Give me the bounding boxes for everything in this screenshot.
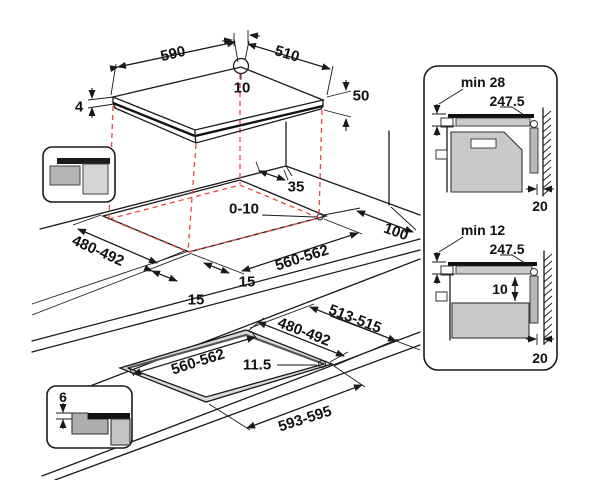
top-view-dimensions: 590 510 10 4 50 <box>75 30 370 131</box>
cabinet-side-icon <box>110 418 131 446</box>
worktop-icon <box>57 158 110 164</box>
min-28-label: min 28 <box>461 74 506 90</box>
vent-gap-bottom-label: 20 <box>532 350 548 366</box>
dim-50-label: 50 <box>353 88 370 105</box>
wall-hatching-bottom <box>543 253 553 345</box>
flush-pictogram: 6 <box>46 385 133 449</box>
dim-6-label: 6 <box>59 389 67 405</box>
drawer-gap-label: 10 <box>492 281 508 297</box>
dim-35-label: 35 <box>288 179 305 196</box>
oven-vent-slot <box>470 138 497 149</box>
cutout-dimensions: 480-492 560-562 15 15 35 0-10 100 <box>69 161 417 309</box>
dim-593-595-label: 593-595 <box>276 403 334 436</box>
hob-top-view <box>110 57 326 144</box>
dim-10-label: 10 <box>234 80 251 97</box>
flush-mount-view: 560-562 480-492 513-515 593-595 11.5 <box>41 258 421 480</box>
worktop-side-2 <box>455 265 533 275</box>
hob-glass-side <box>448 114 534 118</box>
oven-body <box>450 131 523 193</box>
dim-590-label: 590 <box>159 43 187 65</box>
clearance-above-oven: min 28 247.5 20 <box>432 74 554 214</box>
dim-4-label: 4 <box>75 99 84 116</box>
dim-0-10-label: 0-10 <box>229 201 259 218</box>
dim-11-5-label: 11.5 <box>243 357 271 374</box>
hob-glass-side-2 <box>448 262 537 266</box>
clearance-panel: min 28 247.5 20 <box>423 65 558 371</box>
drawer-body <box>451 302 530 339</box>
dim-513-515-label: 513-515 <box>326 301 383 337</box>
duct-depth-bottom-label: 247.5 <box>489 241 524 257</box>
vent-spacer-2 <box>529 275 539 324</box>
cabinet-rail-2 <box>435 291 448 302</box>
worktop-side <box>455 117 531 127</box>
dim-15-front-label: 15 <box>188 292 205 309</box>
vent-gap-top-label: 20 <box>532 198 548 214</box>
duct-depth-top-label: 247.5 <box>489 93 524 109</box>
vent-circle <box>530 120 538 128</box>
dim-15-side-label: 15 <box>239 274 256 291</box>
dim-100-label: 100 <box>381 220 410 245</box>
cabinet-rail <box>435 149 448 160</box>
oven-pictogram <box>42 146 116 203</box>
dim-510-label: 510 <box>273 42 302 66</box>
ledge-corner-circle <box>318 360 326 368</box>
min-12-label: min 12 <box>461 222 506 238</box>
cabinet-icon <box>82 163 109 195</box>
edge-gap-circle <box>316 213 324 221</box>
vent-spacer <box>529 127 539 174</box>
clearance-above-drawer: min 12 247.5 10 <box>432 222 554 366</box>
vent-circle-2 <box>530 268 538 276</box>
hob-edge-profile-2 <box>440 265 454 276</box>
wall-hatching-top <box>542 110 552 196</box>
cable-hole-circle <box>232 57 250 75</box>
oven-icon <box>49 165 81 186</box>
worktop-surface-icon <box>88 413 130 419</box>
